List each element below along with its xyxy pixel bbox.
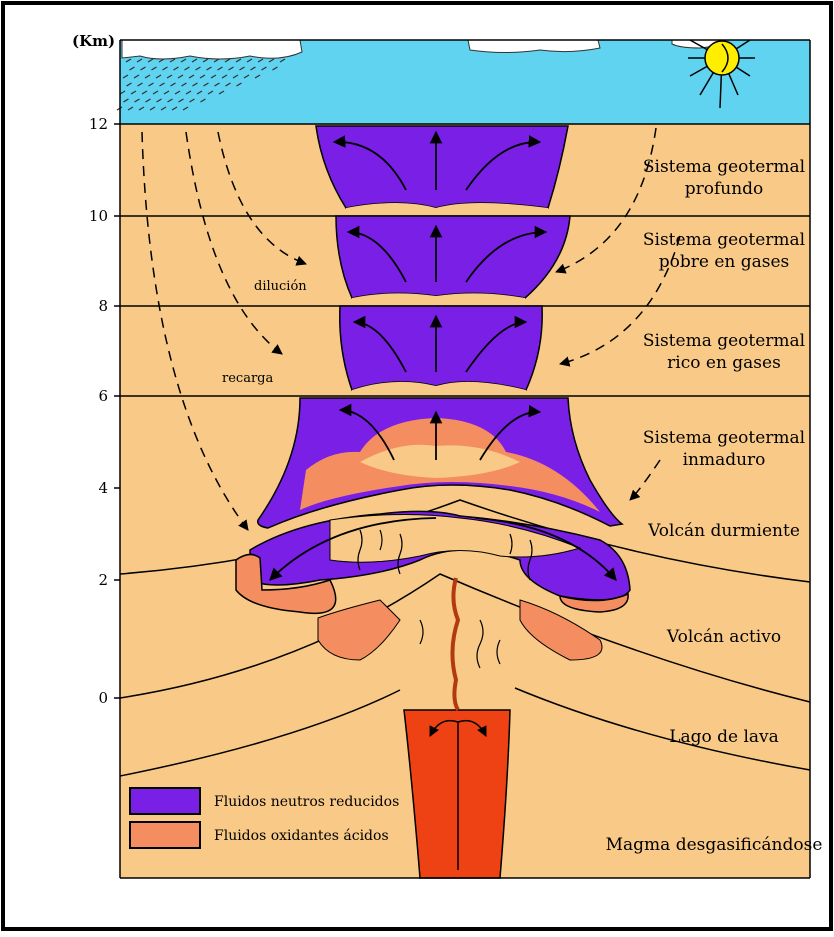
fluid-cells <box>316 126 570 390</box>
cell-rico <box>340 306 542 390</box>
zone-label-line2: pobre en gases <box>659 252 790 272</box>
axis-tick-label: 6 <box>98 387 108 405</box>
cell-pobre <box>336 216 570 298</box>
zone-label-line2: rico en gases <box>667 353 781 373</box>
zone-label-line1: Sistema geotermal <box>643 230 805 250</box>
zone-label-line2: inmaduro <box>683 450 766 470</box>
axis-tick-label: 12 <box>89 115 108 133</box>
zone-label-line1: Sistema geotermal <box>643 331 805 351</box>
cloud-middle <box>468 40 600 53</box>
axis-tick-label: 8 <box>98 297 108 315</box>
zone-label-line2: profundo <box>685 179 764 199</box>
zone-label-line1: Magma desgasificándose <box>606 835 823 855</box>
axis-unit-label: (Km) <box>72 32 115 50</box>
legend-label: Fluidos oxidantes ácidos <box>214 828 389 844</box>
legend-swatch <box>130 788 200 814</box>
axis-tick-label: 4 <box>98 479 108 497</box>
cloud-left <box>122 40 302 59</box>
zone-label-line1: Sistema geotermal <box>643 157 805 177</box>
zone-label-line1: Volcán durmiente <box>647 521 800 541</box>
axis-tick-label: 2 <box>98 571 108 589</box>
zone-label-line1: Sistema geotermal <box>643 428 805 448</box>
cell-profundo <box>316 126 568 208</box>
axis-tick-label: 0 <box>98 689 108 707</box>
legend-swatch <box>130 822 200 848</box>
zone-label-line1: Lago de lava <box>669 727 779 747</box>
recharge-label: recarga <box>222 371 273 386</box>
axis-tick-label: 10 <box>89 207 108 225</box>
magma-conduit <box>404 710 510 878</box>
zone-label-line1: Volcán activo <box>666 627 781 647</box>
dilution-label: dilución <box>254 279 307 294</box>
legend-label: Fluidos neutros reducidos <box>214 794 399 810</box>
